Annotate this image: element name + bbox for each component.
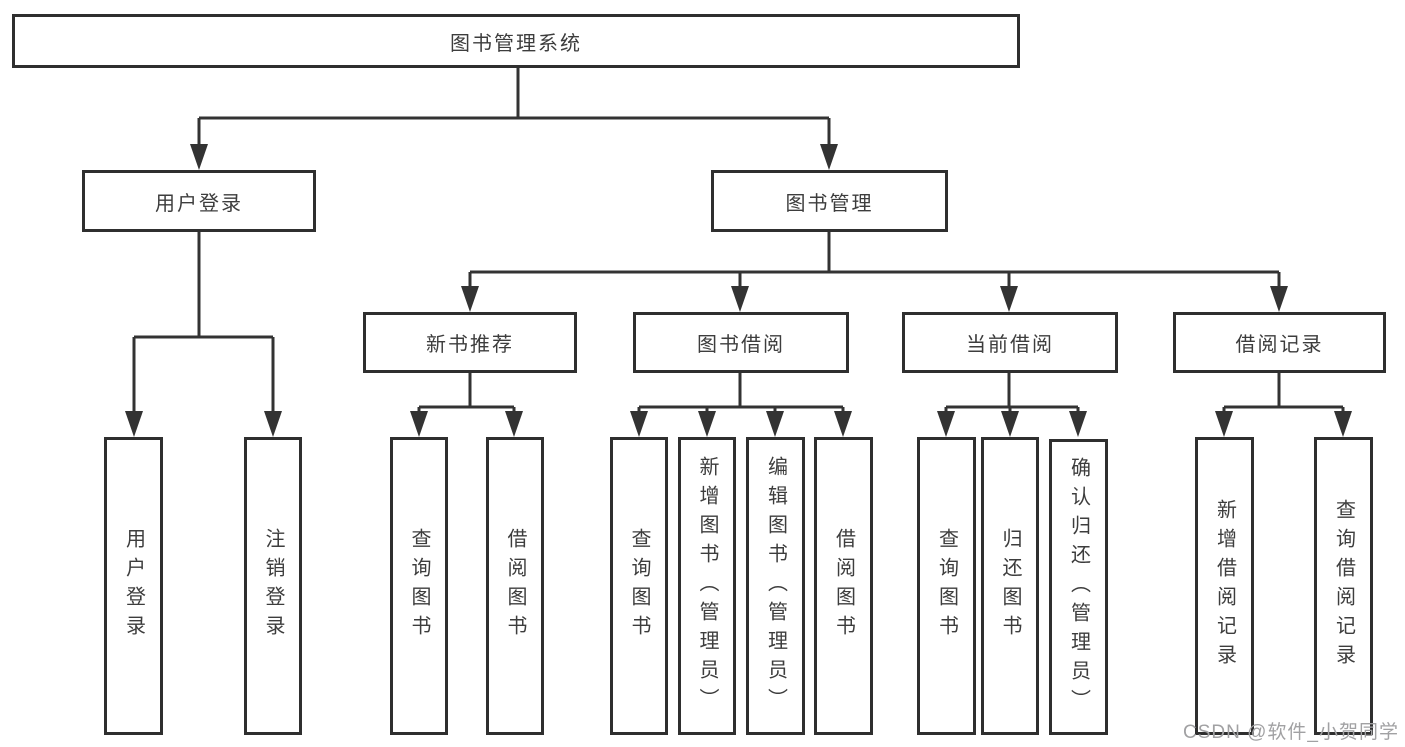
node-current-borrow-label: 当前借阅	[966, 334, 1054, 356]
connector-new-book-recommend	[417, 373, 516, 414]
leaf-user-login-label: 用户登录	[122, 528, 145, 644]
leaf-return-book: 归还图书	[981, 437, 1039, 735]
node-current-borrow: 当前借阅	[902, 312, 1118, 373]
leaf-logout: 注销登录	[244, 437, 302, 735]
leaf-recommend-borrow-book: 借阅图书	[486, 437, 544, 735]
leaf-current-query-book-label: 查询图书	[935, 528, 958, 644]
leaf-query-borrow-record-label: 查询借阅记录	[1332, 499, 1355, 673]
leaf-borrow-query-book-label: 查询图书	[628, 528, 650, 644]
leaf-confirm-return-admin-label: 确认归还（管理员）	[1067, 456, 1090, 718]
node-book-borrow-label: 图书借阅	[697, 334, 785, 356]
leaf-user-login: 用户登录	[104, 437, 163, 735]
leaf-edit-book-admin-label: 编辑图书（管理员）	[764, 455, 787, 717]
leaf-recommend-query-book-label: 查询图书	[408, 528, 430, 644]
leaf-borrow-book: 借阅图书	[814, 437, 873, 735]
node-user-login-label: 用户登录	[155, 192, 243, 215]
connector-root	[197, 68, 831, 146]
connector-current-borrow	[944, 373, 1080, 414]
leaf-borrow-book-label: 借阅图书	[832, 528, 855, 644]
csdn-watermark: CSDN @软件_小贺同学	[1183, 722, 1399, 743]
connector-book-borrow	[637, 373, 845, 414]
leaf-add-borrow-record: 新增借阅记录	[1195, 437, 1254, 735]
connector-book-management	[468, 232, 1281, 288]
leaf-recommend-borrow-book-label: 借阅图书	[504, 528, 526, 644]
connector-borrow-records	[1222, 373, 1345, 414]
leaf-borrow-query-book: 查询图书	[610, 437, 668, 735]
node-borrow-records: 借阅记录	[1173, 312, 1386, 373]
node-borrow-records-label: 借阅记录	[1235, 334, 1324, 356]
node-library-system-label: 图书管理系统	[450, 32, 582, 55]
arrowheads	[125, 144, 1352, 437]
node-book-borrow: 图书借阅	[633, 312, 849, 373]
leaf-edit-book-admin: 编辑图书（管理员）	[746, 437, 805, 735]
leaf-logout-label: 注销登录	[262, 528, 284, 644]
leaf-add-borrow-record-label: 新增借阅记录	[1213, 499, 1236, 673]
node-new-book-recommend: 新书推荐	[363, 312, 577, 373]
node-new-book-recommend-label: 新书推荐	[426, 334, 514, 356]
connector-user-login	[132, 232, 275, 413]
leaf-current-query-book: 查询图书	[917, 437, 976, 735]
leaf-query-borrow-record: 查询借阅记录	[1314, 437, 1373, 735]
leaf-add-book-admin: 新增图书（管理员）	[678, 437, 736, 735]
leaf-add-book-admin-label: 新增图书（管理员）	[696, 455, 718, 717]
leaf-confirm-return-admin: 确认归还（管理员）	[1049, 439, 1108, 735]
node-book-management: 图书管理	[711, 170, 948, 232]
node-book-management-label: 图书管理	[785, 192, 874, 215]
node-user-login: 用户登录	[82, 170, 316, 232]
leaf-recommend-query-book: 查询图书	[390, 437, 448, 735]
leaf-return-book-label: 归还图书	[999, 528, 1021, 644]
node-library-system: 图书管理系统	[12, 14, 1020, 68]
